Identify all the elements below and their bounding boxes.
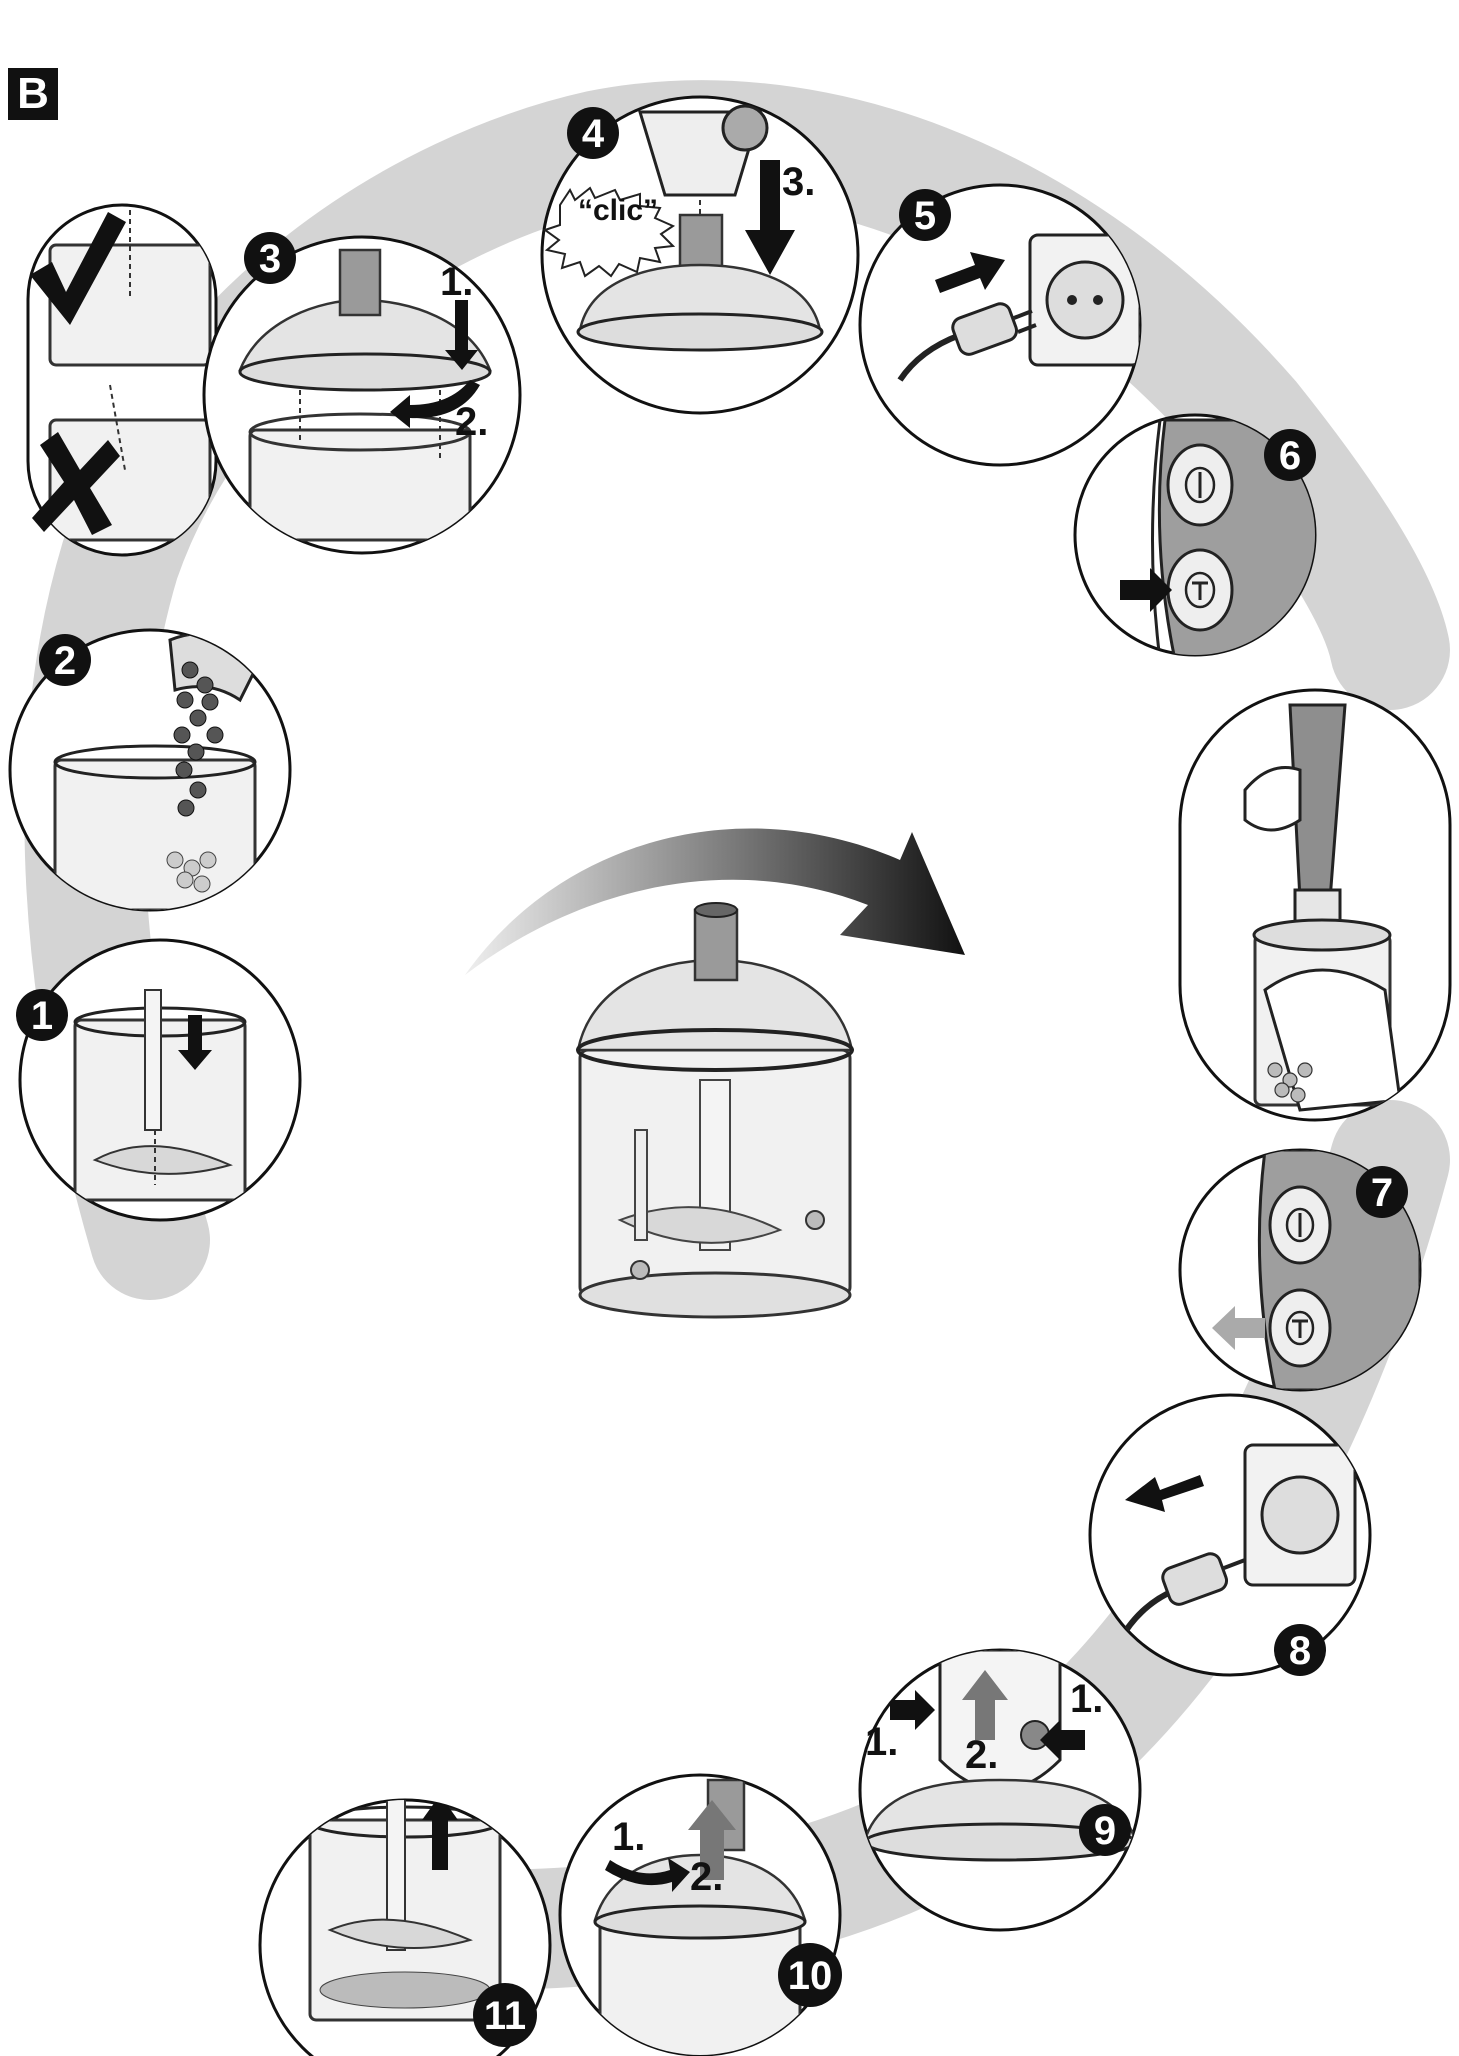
step-number-9: 9 [1094,1809,1116,1853]
step-badge-6: 6 [1264,429,1316,481]
direction-arrow-icon [1125,1475,1204,1512]
step-3-sub-1: 1. [440,260,473,304]
step-badge-10: 10 [778,1943,842,2007]
step-badge-2: 2 [39,634,91,686]
plug-icon [897,302,1037,382]
center-rotation-arrow [465,828,965,975]
cross-mark-icon [32,432,120,535]
step-badge-11: 11 [473,1983,537,2047]
step-3-sub-2: 2. [455,400,488,444]
step-10-sub-2: 2. [690,1855,723,1899]
sound-text: “clic” [578,194,658,227]
section-label-text: B [17,69,49,118]
step-10-sub-1: 1. [612,1815,645,1859]
step-number-1: 1 [31,994,53,1038]
step-number-4: 4 [582,112,605,156]
step-6-panel [1073,413,1317,657]
usage-panel [1178,688,1452,1122]
step-badge-1: 1 [16,989,68,1041]
step-9-sub-1b: 1. [1070,1677,1103,1721]
step-badge-5: 5 [899,189,951,241]
step-9-sub-2: 2. [965,1733,998,1777]
step-10-panel: 1. 2. [558,1773,842,2056]
step-5-panel [858,183,1142,467]
step-4-panel: “clic” 3. [540,95,860,415]
step-11-panel [258,1798,552,2056]
step-number-10: 10 [788,1954,833,1998]
step-badge-8: 8 [1274,1624,1326,1676]
step-8-panel [1088,1393,1372,1677]
step-3-panel: 1. 2. [202,235,522,555]
step-badge-7: 7 [1356,1166,1408,1218]
step-number-5: 5 [914,194,936,238]
center-chopper-illustration [576,902,854,1319]
step-badge-4: 4 [567,107,619,159]
step-number-8: 8 [1289,1629,1311,1673]
wall-socket-icon [1028,233,1140,367]
check-mark-icon [30,212,126,325]
section-label: B [8,68,58,120]
direction-arrow-icon [935,252,1005,293]
step-number-7: 7 [1371,1171,1393,1215]
step-badge-9: 9 [1079,1804,1131,1856]
step-number-3: 3 [259,237,281,281]
step-1-panel [18,938,302,1222]
step-number-11: 11 [484,1994,526,2038]
step-number-2: 2 [54,639,76,683]
step-badge-3: 3 [244,232,296,284]
step-4-sub-1: 3. [782,160,815,204]
step-number-6: 6 [1279,434,1301,478]
step-9-sub-1a: 1. [865,1720,898,1764]
step-9-panel: 1. 1. 2. [858,1648,1142,1932]
panel-correct-incorrect [26,203,218,557]
wall-socket-icon [1243,1443,1357,1587]
